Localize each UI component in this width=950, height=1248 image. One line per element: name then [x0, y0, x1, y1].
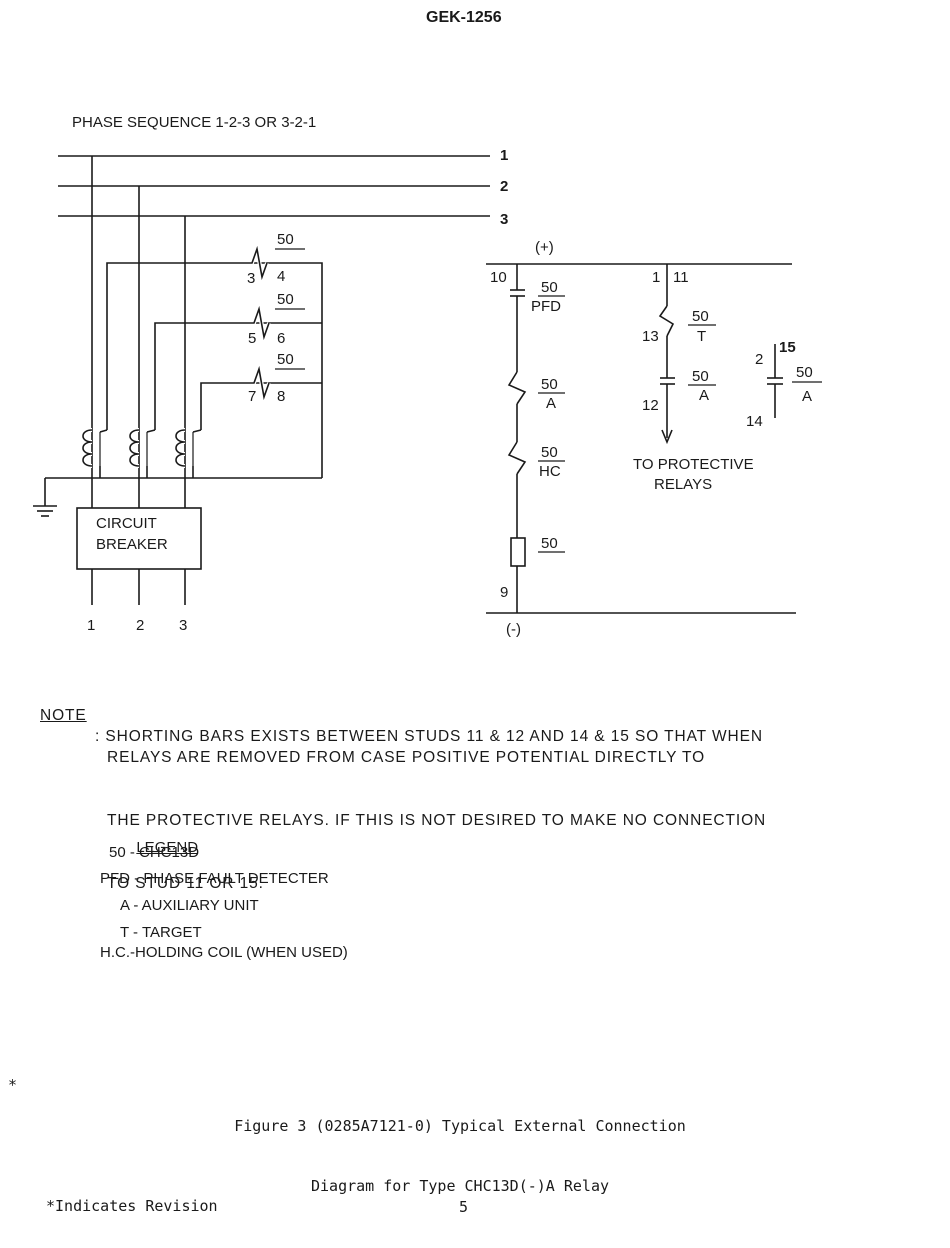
- relay-coil-50: [510, 537, 526, 567]
- figure-caption-line1: Figure 3 (0285A7121-0) Typical External …: [234, 1117, 686, 1135]
- aux-a2-50-label: 50: [796, 364, 813, 381]
- bus-label-1: 1: [500, 147, 508, 164]
- aux-coil-a: [507, 371, 527, 405]
- to-protective-relays-line1: TO PROTECTIVE: [633, 456, 754, 473]
- target-50-label: 50: [692, 308, 709, 325]
- stud-14: 14: [746, 413, 763, 430]
- revision-note: *Indicates Revision: [46, 1197, 218, 1215]
- note-line-2: RELAYS ARE REMOVED FROM CASE POSITIVE PO…: [107, 749, 706, 766]
- stud-9: 9: [500, 584, 508, 601]
- connection-diagram: PHASE SEQUENCE 1-2-3 OR 3-2-1 1 2 3 50 3…: [33, 114, 822, 638]
- stud-1: 1: [652, 269, 660, 286]
- stud-3: 3: [247, 270, 255, 287]
- stud-4: 4: [277, 268, 285, 285]
- relay-label-50-b: 50: [277, 291, 294, 308]
- legend-item-pfd: PFD - PHASE FAULT DETECTER: [100, 870, 329, 887]
- figure-caption-line2: Diagram for Type CHC13D(-)A Relay: [310, 1177, 609, 1195]
- legend-item-a: A - AUXILIARY UNIT: [120, 897, 259, 914]
- circuit-breaker-box: [76, 507, 202, 570]
- figure-caption: Figure 3 (0285A7121-0) Typical External …: [160, 1076, 760, 1216]
- phase-sequence-title: PHASE SEQUENCE 1-2-3 OR 3-2-1: [72, 114, 316, 131]
- ct-lead-phase-2: [154, 322, 322, 430]
- stud-5: 5: [248, 330, 256, 347]
- breaker-terminal-2: 2: [136, 617, 144, 634]
- legend-title: LEGEND: [128, 808, 198, 861]
- note-line-3: THE PROTECTIVE RELAYS. IF THIS IS NOT DE…: [107, 812, 767, 829]
- legend-item-50: 50 - CHC13D: [109, 844, 200, 861]
- stud-15: 15: [779, 339, 796, 356]
- ground-icon: [33, 478, 57, 517]
- bus-label-2: 2: [500, 178, 508, 195]
- stud-8: 8: [277, 388, 285, 405]
- pfd-50-label: 50: [541, 279, 558, 296]
- legend-item-hc: H.C.-HOLDING COIL (WHEN USED): [100, 944, 348, 961]
- relay-label-50-a: 50: [277, 231, 294, 248]
- aux-a-label: A: [546, 395, 556, 412]
- stud-7: 7: [248, 388, 256, 405]
- legend-title-text: LEGEND: [136, 838, 199, 856]
- hc-50-label: 50: [541, 444, 558, 461]
- breaker-terminal-3: 3: [179, 617, 187, 634]
- breaker-label-line2: BREAKER: [96, 536, 168, 553]
- current-transformer-3: [175, 429, 186, 467]
- aux-a-50-label: 50: [541, 376, 558, 393]
- dc-negative-label: (-): [506, 621, 521, 638]
- aux-a-contact-50-label: 50: [692, 368, 709, 385]
- note-block: NOTE : SHORTING BARS EXISTS BETWEEN STUD…: [40, 642, 766, 915]
- revision-marker: *: [8, 1076, 18, 1094]
- stud-12: 12: [642, 397, 659, 414]
- current-transformer-2: [129, 429, 140, 467]
- ct-lead-phase-1: [106, 262, 323, 478]
- target-t-label: T: [697, 328, 706, 345]
- ct-lead-phase-3: [200, 382, 322, 430]
- page-number: 5: [459, 1198, 469, 1216]
- relay-coil-7-8: [248, 365, 270, 401]
- relay-coil-3-4: [246, 245, 268, 281]
- arrow-down-icon: [661, 429, 673, 445]
- holding-coil-hc: [507, 441, 527, 475]
- note-label: NOTE: [40, 707, 87, 724]
- stud-2: 2: [755, 351, 763, 368]
- stud-13: 13: [642, 328, 659, 345]
- relay-label-50-c: 50: [277, 351, 294, 368]
- note-line-4: TO STUD 11 OR 15.: [107, 875, 264, 892]
- to-protective-relays-line2: RELAYS: [654, 476, 712, 493]
- aux-a-contact-a-label: A: [699, 387, 709, 404]
- aux-a2-a-label: A: [802, 388, 812, 405]
- stud-10: 10: [490, 269, 507, 286]
- legend-item-t: T - TARGET: [120, 924, 202, 941]
- note-line-1: : SHORTING BARS EXISTS BETWEEN STUDS 11 …: [95, 728, 763, 745]
- breaker-terminal-1: 1: [87, 617, 95, 634]
- hc-label: HC: [539, 463, 561, 480]
- coil-50-label: 50: [541, 535, 558, 552]
- current-transformer-1: [82, 429, 93, 467]
- bus-label-3: 3: [500, 211, 508, 228]
- breaker-label-line1: CIRCUIT: [96, 515, 157, 532]
- stud-6: 6: [277, 330, 285, 347]
- relay-coil-5-6: [248, 305, 270, 341]
- target-coil-t: [658, 305, 675, 337]
- stud-11: 11: [673, 269, 689, 286]
- dc-positive-label: (+): [535, 239, 554, 256]
- document-number: GEK-1256: [426, 9, 502, 26]
- pfd-label: PFD: [531, 298, 561, 315]
